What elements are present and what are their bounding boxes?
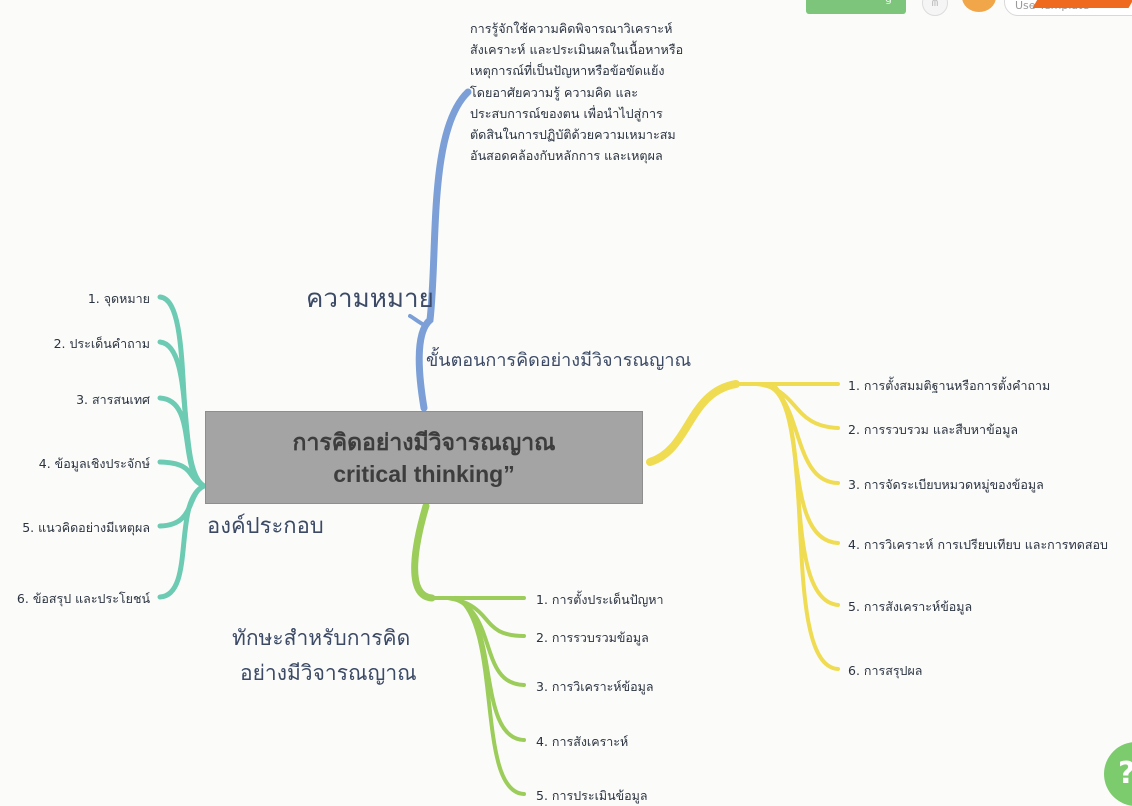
meaning-line: สังเคราะห์ และประเมินผลในเนื้อหาหรือ bbox=[470, 42, 684, 58]
step-item-1[interactable]: 1. การตั้งสมมติฐานหรือการตั้งคำถาม bbox=[848, 378, 1051, 393]
central-topic-node[interactable]: การคิดอย่างมีวิจารณญาณ critical thinking… bbox=[205, 411, 643, 504]
skills-main-line bbox=[411, 502, 436, 602]
meaning-line: อันสอดคล้องกับหลักการ และเหตุผล bbox=[470, 148, 663, 164]
step-item-4[interactable]: 4. การวิเคราะห์ การเปรียบเทียบ และการทดส… bbox=[848, 537, 1108, 552]
skills-branch-label-line-2[interactable]: อย่างมีวิจารณญาณ bbox=[240, 661, 417, 685]
component-line-6 bbox=[157, 483, 207, 600]
component-item-2[interactable]: 2. ประเด็นคำถาม bbox=[53, 336, 150, 351]
steps-branch-label[interactable]: ขั้นตอนการคิดอย่างมีวิจารณญาณ bbox=[426, 350, 692, 371]
component-line-4 bbox=[157, 459, 207, 489]
step-item-3[interactable]: 3. การจัดระเบียบหมวดหมู่ของข้อมูล bbox=[848, 477, 1044, 492]
skill-item-1[interactable]: 1. การตั้งประเด็นปัญหา bbox=[536, 592, 664, 607]
component-item-1[interactable]: 1. จุดหมาย bbox=[87, 291, 150, 306]
meaning-line: การรู้จักใช้ความคิดพิจารณาวิเคราะห์ bbox=[470, 21, 673, 36]
meaning-line: ตัดสินในการปฏิบัติด้วยความเหมาะสม bbox=[470, 127, 676, 143]
meaning-branch-fork bbox=[408, 314, 428, 328]
step-line-6 bbox=[770, 382, 840, 671]
meaning-definition[interactable]: การรู้จักใช้ความคิดพิจารณาวิเคราะห์ สังเ… bbox=[470, 18, 730, 166]
skill-item-4[interactable]: 4. การสังเคราะห์ bbox=[536, 734, 629, 749]
steps-main-line bbox=[646, 380, 740, 466]
skill-item-3[interactable]: 3. การวิเคราะห์ข้อมูล bbox=[536, 679, 654, 694]
component-item-5[interactable]: 5. แนวคิดอย่างมีเหตุผล bbox=[22, 520, 150, 535]
central-title-line-1: การคิดอย่างมีวิจารณญาณ bbox=[292, 428, 556, 455]
step-line-3 bbox=[760, 382, 840, 485]
step-item-2[interactable]: 2. การรวบรวม และสืบหาข้อมูล bbox=[848, 422, 1019, 437]
components-branch-label[interactable]: องค์ประกอบ bbox=[207, 514, 324, 539]
central-title-line-2: critical thinking” bbox=[333, 460, 515, 487]
step-line-2 bbox=[754, 382, 840, 430]
meaning-branch-label[interactable]: ความหมาย bbox=[306, 284, 434, 314]
toolbar-action-label: g bbox=[885, 0, 892, 5]
meaning-line: โดยอาศัยความรู้ ความคิด และ bbox=[470, 84, 639, 100]
skills-branch-label-line-1[interactable]: ทักษะสำหรับการคิด bbox=[232, 626, 411, 650]
step-item-6[interactable]: 6. การสรุปผล bbox=[848, 663, 923, 678]
component-item-3[interactable]: 3. สารสนเทศ bbox=[76, 392, 150, 407]
skill-line-2 bbox=[446, 596, 526, 638]
component-item-4[interactable]: 4. ข้อมูลเชิงประจักษ์ bbox=[38, 456, 150, 471]
meaning-branch-line bbox=[415, 88, 472, 412]
step-item-5[interactable]: 5. การสังเคราะห์ข้อมูล bbox=[848, 599, 973, 614]
component-line-3 bbox=[157, 395, 207, 489]
skill-item-5[interactable]: 5. การประเมินข้อมูล bbox=[536, 788, 648, 803]
user-avatar[interactable] bbox=[962, 0, 996, 12]
toolbar-action-button[interactable]: g bbox=[806, 0, 906, 14]
meaning-line: ประสบการณ์ของตน เพื่อนำไปสู่การ bbox=[470, 105, 663, 121]
component-item-6[interactable]: 6. ข้อสรุป และประโยชน์ bbox=[16, 591, 150, 606]
skill-line-5 bbox=[456, 596, 526, 796]
help-icon: ? bbox=[1118, 756, 1132, 791]
skill-item-2[interactable]: 2. การรวบรวมข้อมูล bbox=[536, 630, 649, 645]
meaning-line: เหตุการณ์ที่เป็นปัญหาหรือข้อขัดแย้ง bbox=[470, 63, 665, 79]
